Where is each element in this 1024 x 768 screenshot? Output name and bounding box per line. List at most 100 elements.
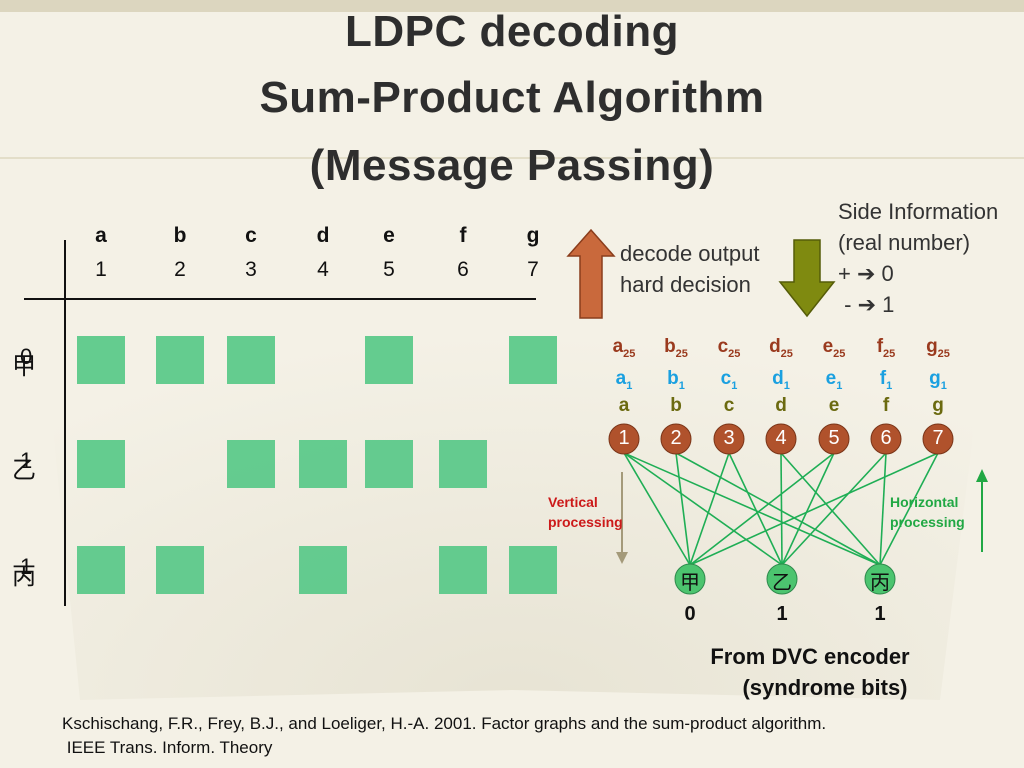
matrix-one-cell <box>509 546 557 594</box>
iteration-first-label: d1 <box>772 368 790 392</box>
matrix-horizontal-rule <box>24 298 536 300</box>
matrix-column-letter: a <box>95 224 107 247</box>
matrix-column-number: 6 <box>457 258 469 281</box>
hard-decision-line: hard decision <box>620 272 751 297</box>
matrix-one-cell <box>365 336 413 384</box>
iteration-last-label: e25 <box>822 336 846 360</box>
matrix-one-cell <box>299 546 347 594</box>
iteration-last-label: a25 <box>612 336 636 360</box>
syndrome-bit: 1 <box>874 603 886 625</box>
iteration-first-label: c1 <box>720 368 738 392</box>
variable-letter-label: d <box>775 395 787 416</box>
up-arrow-icon <box>566 228 616 319</box>
variable-node-number: 2 <box>670 427 682 449</box>
iteration-first-label: b1 <box>667 368 685 392</box>
variable-node <box>922 423 954 455</box>
matrix-column-letter: b <box>173 224 187 247</box>
variable-node <box>608 423 640 455</box>
reference-line-1: Kschischang, F.R., Frey, B.J., and Loeli… <box>62 714 827 733</box>
graph-edge <box>781 452 887 566</box>
graph-edge <box>879 452 887 566</box>
matrix-one-cell <box>509 336 557 384</box>
title-line-2: Sum-Product Algorithm <box>259 73 765 122</box>
variable-node <box>713 423 745 455</box>
variable-letter-label: e <box>828 395 840 416</box>
variable-node-number: 1 <box>618 427 630 449</box>
graph-edge <box>689 452 835 566</box>
graph-edge <box>879 452 939 566</box>
variable-letter-label: b <box>670 395 682 416</box>
matrix-row-bit: 1 <box>20 554 33 579</box>
syndrome-bit: 1 <box>776 603 788 625</box>
check-node <box>674 563 706 595</box>
matrix-column-letter: e <box>383 224 395 247</box>
variable-letter-label: g <box>932 395 944 416</box>
graph-edge <box>623 452 783 566</box>
reference-line-2: IEEE Trans. Inform. Theory <box>62 738 273 757</box>
iteration-first-label: e1 <box>825 368 843 392</box>
matrix-one-cell <box>227 440 275 488</box>
iteration-last-label: b25 <box>664 336 688 360</box>
title-line-1: LDPC decoding <box>344 7 680 56</box>
matrix-column-number: 7 <box>527 258 539 281</box>
variable-letter-label: a <box>618 395 630 416</box>
matrix-one-cell <box>227 336 275 384</box>
matrix-one-cell <box>77 336 125 384</box>
down-arrowhead-icon <box>616 552 628 564</box>
iteration-last-label: f25 <box>876 336 896 360</box>
reference-citation: Kschischang, F.R., Frey, B.J., and Loeli… <box>62 712 826 760</box>
matrix-one-cell <box>77 440 125 488</box>
matrix-one-cell <box>439 440 487 488</box>
check-node <box>864 563 896 595</box>
check-node-label: 甲 <box>680 570 700 594</box>
matrix-one-cell <box>365 440 413 488</box>
check-node-label: 乙 <box>772 570 792 594</box>
matrix-column-number: 5 <box>383 258 395 281</box>
right-arrow-icon: ➔ <box>856 261 882 286</box>
decode-output-line: decode output <box>620 241 760 266</box>
matrix-one-cell <box>156 546 204 594</box>
variable-letter-label: f <box>882 395 890 416</box>
variable-node <box>765 423 797 455</box>
matrix-row-bit: 1 <box>20 448 33 473</box>
right-arrow-icon: ➔ <box>857 292 883 317</box>
variable-node <box>870 423 902 455</box>
graph-edge <box>675 452 881 566</box>
variable-node <box>818 423 850 455</box>
matrix-column-number: 4 <box>317 258 329 281</box>
variable-node-number: 6 <box>880 427 892 449</box>
variable-letter-label: c <box>723 395 735 416</box>
matrix-row-label: 乙 <box>12 456 36 484</box>
iteration-first-label: g1 <box>929 368 947 392</box>
side-info-plus: + ➔ 0 <box>838 261 894 286</box>
side-info-minus: - ➔ 1 <box>838 292 895 317</box>
down-arrow-icon <box>778 239 836 318</box>
iteration-first-label: a1 <box>615 368 633 392</box>
matrix-row-label: 丙 <box>12 562 36 590</box>
matrix-column-number: 2 <box>174 258 186 281</box>
matrix-column-letter: g <box>526 224 540 247</box>
graph-edge <box>780 452 783 566</box>
up-arrowhead-icon <box>976 469 988 482</box>
matrix-one-cell <box>439 546 487 594</box>
variable-node-number: 5 <box>828 427 840 449</box>
matrix-column-letter: c <box>245 224 257 247</box>
side-information: Side Information (real number) + ➔ 0 - ➔… <box>838 196 998 320</box>
graph-edge <box>780 452 881 566</box>
iteration-last-label: d25 <box>769 336 793 360</box>
vertical-processing-label: Vertical processing <box>548 494 623 530</box>
matrix-row-label: 甲 <box>12 352 36 380</box>
variable-node-number: 3 <box>723 427 735 449</box>
graph-edge <box>689 452 939 566</box>
matrix-column-letter: d <box>316 224 330 247</box>
iteration-last-label: g25 <box>926 336 950 360</box>
matrix-column-letter: f <box>459 224 467 247</box>
dvc-encoder-note: From DVC encoder (syndrome bits) <box>710 644 910 700</box>
matrix-one-cell <box>156 336 204 384</box>
variable-node <box>660 423 692 455</box>
matrix-vertical-rule <box>64 240 66 606</box>
graph-edge <box>781 452 835 566</box>
matrix-row-bit: 0 <box>20 344 33 369</box>
